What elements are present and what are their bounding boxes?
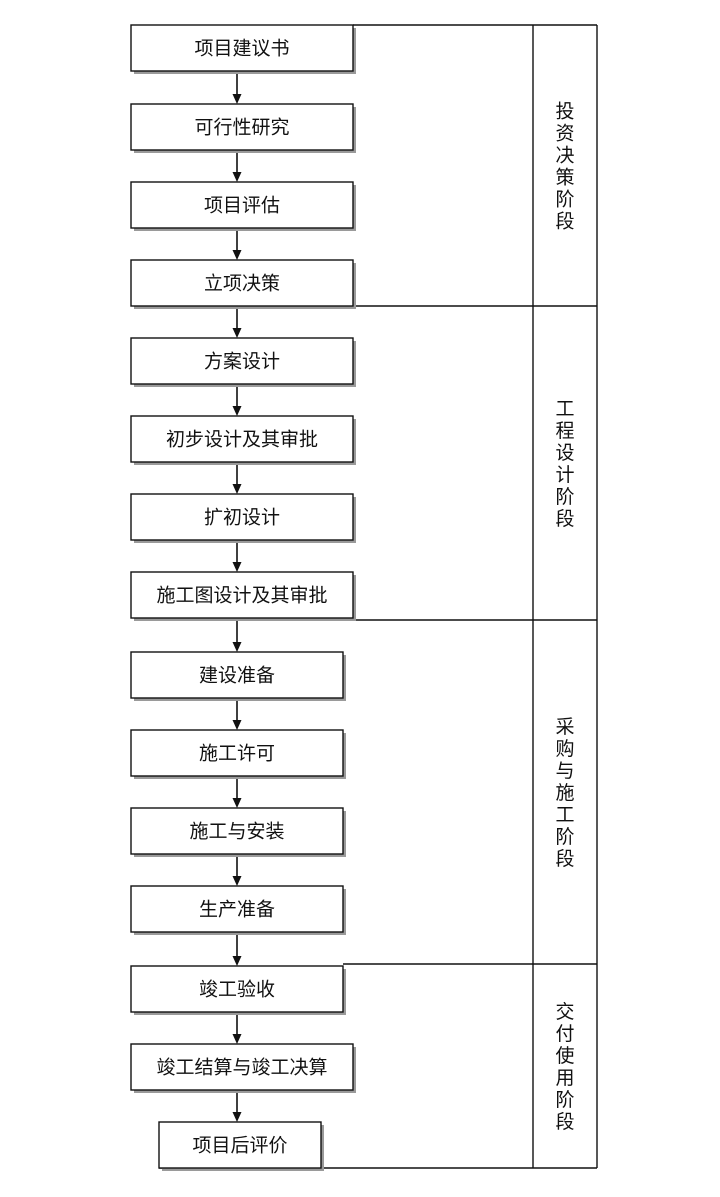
stage-label-text: 工程设计阶段 <box>555 398 574 530</box>
flow-step-label: 方案设计 <box>204 351 280 373</box>
flow-step-box: 方案设计 <box>130 337 356 387</box>
stage-label: 采购与施工阶段 <box>555 716 574 870</box>
flow-arrow <box>232 1012 242 1044</box>
flow-step-box: 建设准备 <box>130 651 346 701</box>
flow-arrow <box>232 698 242 730</box>
flow-arrow <box>232 462 242 494</box>
flow-arrow <box>232 228 242 260</box>
flow-step-box: 施工图设计及其审批 <box>130 571 356 621</box>
flow-arrow <box>232 71 242 104</box>
flow-step-label: 项目建议书 <box>194 38 289 60</box>
flow-step-label: 项目后评价 <box>192 1135 287 1157</box>
flow-arrows <box>232 71 242 1122</box>
flow-arrow <box>232 306 242 338</box>
flow-step-label: 可行性研究 <box>194 117 289 139</box>
flow-arrow <box>232 1090 242 1122</box>
flow-step-box: 初步设计及其审批 <box>130 415 356 465</box>
flow-step-box: 施工与安装 <box>130 807 346 857</box>
flow-step-box: 项目评估 <box>130 181 356 231</box>
flow-step-box: 项目后评价 <box>158 1121 324 1171</box>
stage-label: 交付使用阶段 <box>555 1001 574 1133</box>
flow-step-label: 施工许可 <box>199 743 275 765</box>
flow-step-box: 竣工结算与竣工决算 <box>130 1043 356 1093</box>
flow-arrow <box>232 150 242 182</box>
stage-label: 投资决策阶段 <box>555 101 574 233</box>
stage-label-text: 交付使用阶段 <box>555 1001 574 1133</box>
flow-arrow <box>232 776 242 808</box>
flow-arrow <box>232 854 242 886</box>
flow-step-box: 竣工验收 <box>130 965 346 1015</box>
flow-step-box: 可行性研究 <box>130 103 356 153</box>
flow-arrow <box>232 384 242 416</box>
stage-label-text: 采购与施工阶段 <box>555 716 574 870</box>
flow-step-label: 生产准备 <box>199 899 275 921</box>
flow-arrow <box>232 540 242 572</box>
flow-step-label: 施工图设计及其审批 <box>156 585 327 607</box>
stage-label-text: 投资决策阶段 <box>555 101 574 233</box>
flow-step-label: 竣工结算与竣工决算 <box>156 1057 327 1079</box>
flow-step-box: 扩初设计 <box>130 493 356 543</box>
flow-step-label: 项目评估 <box>204 195 280 217</box>
flow-step-label: 建设准备 <box>199 665 275 687</box>
flow-step-label: 竣工验收 <box>199 979 275 1001</box>
flow-step-label: 施工与安装 <box>189 821 284 843</box>
flow-arrow <box>232 618 242 652</box>
flow-step-label: 立项决策 <box>204 273 280 295</box>
flow-steps: 项目建议书可行性研究项目评估立项决策方案设计初步设计及其审批扩初设计施工图设计及… <box>130 24 356 1171</box>
flow-arrow <box>232 932 242 966</box>
flow-step-box: 项目建议书 <box>130 24 356 74</box>
flow-step-box: 施工许可 <box>130 729 346 779</box>
flow-step-label: 扩初设计 <box>204 507 280 529</box>
flow-step-label: 初步设计及其审批 <box>166 429 318 451</box>
flow-step-box: 生产准备 <box>130 885 346 935</box>
flow-step-box: 立项决策 <box>130 259 356 309</box>
stage-label: 工程设计阶段 <box>555 398 574 530</box>
